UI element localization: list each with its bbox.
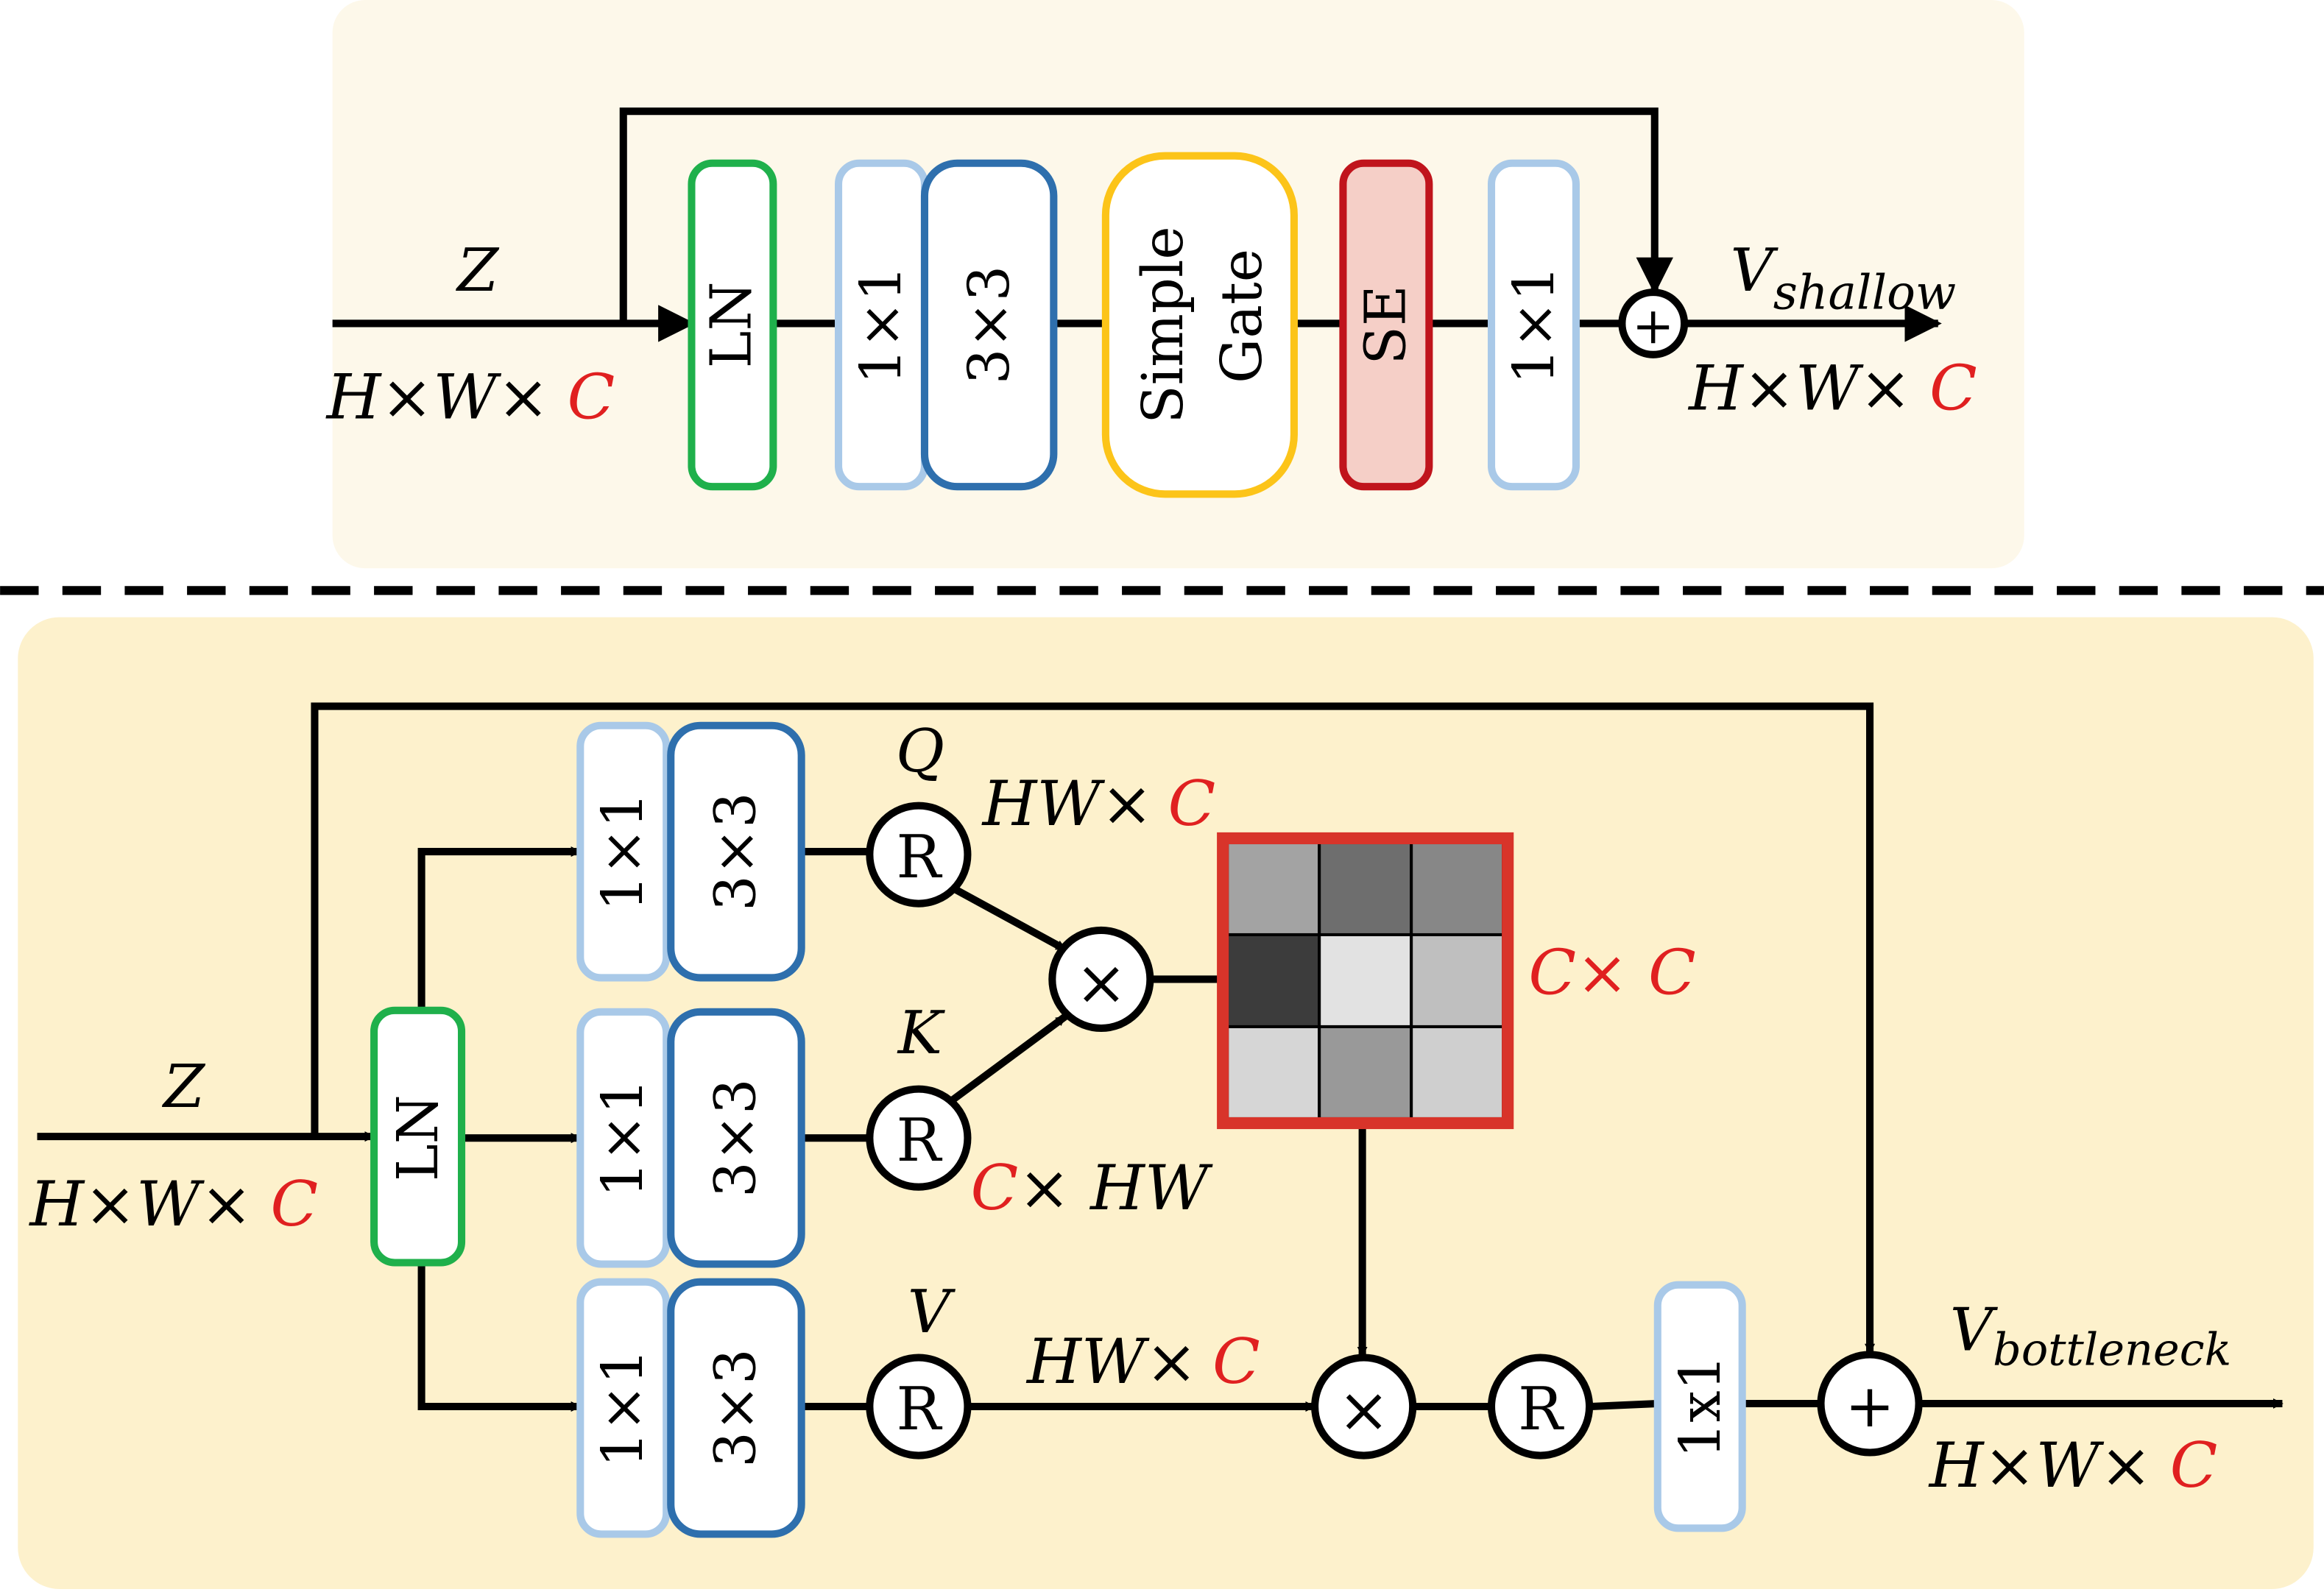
qk-multiply-node <box>1048 926 1154 1033</box>
attn-matrix-cell <box>1226 1025 1321 1120</box>
qk-multiply-symbol: × <box>1075 946 1127 1019</box>
bottom-ln-label: LN <box>386 1094 451 1181</box>
attn-matrix-cell <box>1318 933 1413 1028</box>
q-to-mult-arrow <box>949 884 1067 953</box>
attn-matrix-cell <box>1226 933 1321 1028</box>
bottom-input-var: Z <box>161 1053 206 1122</box>
q-conv1x1-label: 1×1 <box>590 792 656 911</box>
k-conv3x3-block <box>667 1008 805 1268</box>
bottom-skip-connection <box>311 702 1876 1354</box>
v-reshape-label: R <box>897 1375 943 1444</box>
top-conv3x3-label: 3×3 <box>957 266 1023 385</box>
top-block <box>332 107 1942 342</box>
v-dims-label: HW×C <box>1025 1325 1260 1398</box>
k-dims-label: C× HW <box>970 1151 1212 1224</box>
attn-matrix-cell <box>1318 1025 1413 1120</box>
v-conv1x1-block <box>576 1278 671 1538</box>
v-conv1x1-label: 1×1 <box>590 1348 656 1468</box>
k-reshape-label: R <box>897 1106 943 1175</box>
bottom-input-dims: H×W×C <box>28 1167 318 1240</box>
q-var-label: Q <box>896 717 944 786</box>
bottom-ln-block <box>370 1006 466 1267</box>
top-conv1x1-out-block <box>1487 159 1580 491</box>
q-conv3x3-label: 3×3 <box>703 792 769 911</box>
k-conv1x1-block <box>576 1008 671 1268</box>
out-conv1x1-block <box>1653 1281 1746 1532</box>
out-reshape-node <box>1487 1354 1594 1460</box>
v-conv3x3-block <box>667 1278 805 1538</box>
attn-matrix-cell <box>1410 933 1505 1028</box>
attn-matrix-border <box>1217 832 1514 1130</box>
top-output-dims: H×W×C <box>1687 351 1977 424</box>
k-to-mult-arrow <box>949 1013 1068 1104</box>
q-reshape-label: R <box>897 823 943 892</box>
ln-to-q-arrow <box>417 846 582 1011</box>
top-input-dims: H×W×C <box>325 360 615 433</box>
q-conv1x1-block <box>576 721 671 982</box>
top-conv1x1-label: 1×1 <box>849 266 914 385</box>
ln-to-v-arrow <box>417 1262 582 1412</box>
q-conv3x3-block <box>667 721 805 982</box>
k-reshape-node <box>866 1085 972 1191</box>
k-var-label: K <box>897 999 946 1068</box>
v-conv3x3-label: 3×3 <box>703 1348 769 1468</box>
out-conv1x1-label: 1x1 <box>1668 1355 1734 1459</box>
attn-dims-label: C× C <box>1528 936 1695 1009</box>
top-simple-gate-block <box>1101 152 1298 498</box>
top-ln-label: LN <box>699 282 764 369</box>
top-add-symbol: + <box>1632 297 1674 355</box>
top-conv1x1-out-label: 1×1 <box>1502 266 1567 385</box>
q-reshape-node <box>866 802 972 908</box>
v-reshape-node <box>866 1354 972 1460</box>
q-dims-label: HW×C <box>981 767 1216 840</box>
top-ln-block <box>688 159 777 491</box>
bottom-output-var: Vbottleneck <box>1950 1295 2231 1376</box>
top-skip-connection <box>619 107 1673 324</box>
out-reshape-label: R <box>1518 1375 1564 1444</box>
bottom-add-symbol: + <box>1845 1372 1895 1441</box>
top-se-block <box>1339 159 1433 491</box>
top-output-var: Vshallow <box>1731 236 1957 320</box>
bottom-add-node <box>1817 1351 1923 1457</box>
attention-matrix <box>1217 832 1514 1130</box>
attn-matrix-cell <box>1318 841 1413 936</box>
top-se-label: SE <box>1353 285 1419 364</box>
top-input-var: Z <box>455 236 500 305</box>
k-conv3x3-label: 3×3 <box>703 1078 769 1197</box>
av-multiply-symbol: × <box>1338 1373 1390 1446</box>
top-conv3x3-block <box>920 159 1058 491</box>
attn-matrix-cell <box>1226 841 1321 936</box>
av-multiply-node <box>1311 1354 1417 1460</box>
top-simple-gate-label-1: Simple <box>1131 226 1196 423</box>
top-add-node <box>1618 289 1689 358</box>
attn-matrix-cell <box>1410 841 1505 936</box>
top-simple-gate-label-2: Gate <box>1209 249 1275 383</box>
v-var-label: V <box>908 1278 956 1347</box>
bottom-block <box>37 702 2284 1412</box>
attn-matrix-cell <box>1410 1025 1505 1120</box>
bottom-output-dims: H×W×C <box>1928 1429 2218 1501</box>
k-conv1x1-label: 1×1 <box>590 1078 656 1197</box>
